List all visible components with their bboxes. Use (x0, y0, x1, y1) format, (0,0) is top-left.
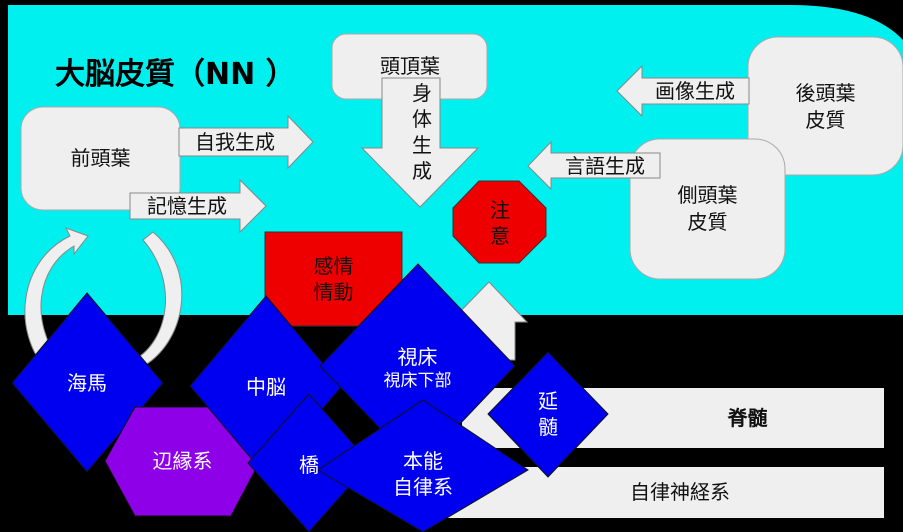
thalamus-label: 視床 視床下部 (350, 344, 485, 392)
emotion-label: 感情 情動 (265, 253, 402, 305)
attention-char: 意 (490, 224, 510, 248)
medulla-label: 延 髄 (528, 388, 568, 440)
pons-label: 橋 (299, 453, 319, 477)
frontal-lobe-box (20, 106, 181, 211)
midbrain-label: 中脳 (246, 375, 286, 399)
thalamus-line2: 視床下部 (383, 371, 452, 391)
limbic-label: 辺縁系 (152, 449, 213, 473)
autonomic-nerves-label: 自律神経系 (630, 480, 730, 504)
body-generation-char: 身 (412, 81, 432, 105)
spinal-cord-label: 脊髄 (727, 406, 768, 430)
emotion-line1: 感情 (313, 254, 354, 278)
self-generation-arrow (178, 114, 314, 170)
instinct-line2: 自律系 (393, 475, 453, 499)
temporal-lobe-label: 側頭葉 皮質 (630, 182, 785, 236)
temporal-line2: 皮質 (687, 210, 728, 234)
page-title: 大脳皮質（NN ） (55, 57, 296, 92)
image-generation-label: 画像生成 (655, 79, 735, 103)
hippocampus-diamond (11, 292, 164, 473)
medulla-char: 延 (538, 389, 558, 413)
hippocampus-label: 海馬 (67, 371, 107, 395)
frontal-lobe-label: 前頭葉 (70, 146, 131, 170)
occipital-lobe-box (747, 36, 903, 176)
memory-generation-label: 記憶生成 (147, 194, 227, 218)
temporal-line1: 側頭葉 (677, 183, 738, 207)
medulla-char: 髄 (538, 415, 558, 439)
medulla-diamond (487, 351, 609, 478)
language-generation-label: 言語生成 (565, 154, 645, 178)
memory-generation-arrow (129, 178, 267, 234)
attention-octagon (452, 180, 547, 264)
emotion-line2: 情動 (313, 280, 354, 304)
body-generation-char: 成 (412, 159, 432, 183)
image-generation-arrow (616, 64, 750, 118)
language-generation-arrow (527, 140, 661, 191)
attention-label: 注 意 (480, 197, 520, 249)
instinct-label: 本能 自律系 (373, 448, 473, 500)
self-generation-label: 自我生成 (195, 130, 275, 154)
body-generation-label: 身 体 生 成 (405, 80, 439, 184)
hippocampus-loop-up-arrow (24, 227, 89, 373)
occipital-line2: 皮質 (805, 108, 846, 132)
pons-diamond (247, 393, 371, 532)
body-generation-char: 生 (412, 133, 432, 157)
thalamus-line1: 視床 (397, 345, 438, 369)
instinct-line1: 本能 (403, 449, 443, 473)
instinct-diamond (317, 399, 529, 532)
body-generation-char: 体 (412, 107, 432, 131)
attention-char: 注 (490, 198, 510, 222)
temporal-lobe-box (629, 138, 786, 280)
occipital-line1: 後頭葉 (795, 81, 856, 105)
parietal-lobe-label: 頭頂葉 (380, 54, 440, 78)
occipital-lobe-label: 後頭葉 皮質 (748, 80, 903, 134)
body-generation-arrow (360, 77, 480, 208)
